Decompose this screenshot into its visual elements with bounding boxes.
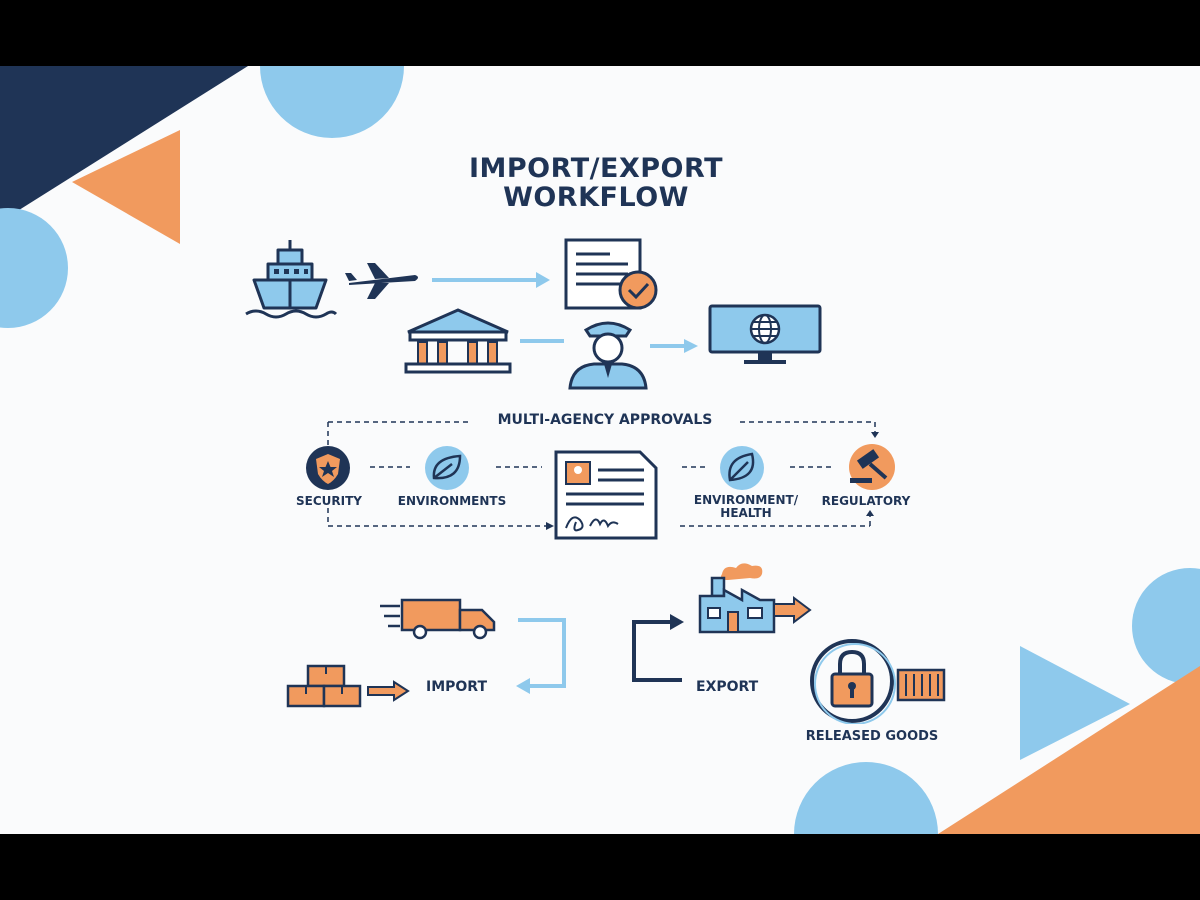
navy-triangle-shape	[0, 66, 248, 222]
ring-shape	[810, 639, 894, 723]
title-line-1: IMPORT/EXPORT	[468, 153, 723, 184]
blue-circle-right	[1132, 568, 1200, 684]
released-goods-label: RELEASED GOODS	[805, 729, 939, 744]
label-environment-health: ENVIRONMENT/ HEALTH	[676, 494, 816, 520]
label-security: SECURITY	[296, 494, 362, 508]
label-environments: ENVIRONMENTS	[397, 494, 507, 508]
ship-icon	[245, 240, 338, 319]
customs-officer-icon	[568, 321, 648, 390]
page-title: IMPORT/EXPORT WORKFLOW	[396, 154, 796, 212]
title-line-2: WORKFLOW	[503, 182, 689, 213]
label-regulatory: REGULATORY	[821, 494, 911, 508]
arrow-to-document	[432, 272, 550, 288]
shield-star-icon	[306, 446, 350, 490]
blue-semicircle-bottom	[794, 762, 938, 834]
blue-circle-left	[0, 208, 68, 328]
connector-line	[520, 339, 564, 343]
factory-icon	[698, 563, 812, 634]
container-icon	[896, 668, 946, 702]
boxes-icon	[286, 664, 362, 708]
approvals-heading: MULTI-AGENCY APPROVALS	[497, 412, 713, 428]
customs-building-icon	[404, 308, 512, 374]
leaf-icon	[720, 446, 764, 490]
delivery-truck-icon	[380, 598, 496, 640]
approvals-dashed-frame	[327, 421, 879, 530]
blue-triangle-right	[1020, 646, 1130, 760]
import-label: IMPORT	[426, 679, 488, 695]
lock-icon	[830, 649, 874, 708]
infographic-canvas: IMPORT/EXPORT WORKFLOW	[0, 66, 1200, 834]
orange-triangle-bottom	[938, 666, 1200, 834]
export-label: EXPORT	[696, 679, 759, 695]
label-environment-health-line-1: ENVIRONMENT/	[693, 493, 799, 507]
import-flow-arrow	[516, 618, 566, 694]
letterbox-bottom	[0, 834, 1200, 900]
computer-globe-icon	[708, 304, 822, 364]
blue-semicircle-top	[260, 66, 404, 138]
arrow-to-computer	[650, 339, 698, 353]
orange-triangle-shape	[72, 130, 180, 244]
orange-arrow-icon	[367, 680, 410, 702]
document-check-icon	[564, 238, 658, 310]
export-flow-arrow	[632, 614, 684, 682]
released-goods-icon	[810, 639, 946, 724]
signed-document-icon	[554, 450, 658, 540]
gavel-icon	[849, 444, 895, 490]
letterbox-top	[0, 0, 1200, 66]
decorative-shapes	[0, 66, 1200, 834]
label-environment-health-line-2: HEALTH	[720, 506, 772, 520]
airplane-icon	[345, 263, 418, 299]
leaf-icon	[425, 446, 469, 490]
